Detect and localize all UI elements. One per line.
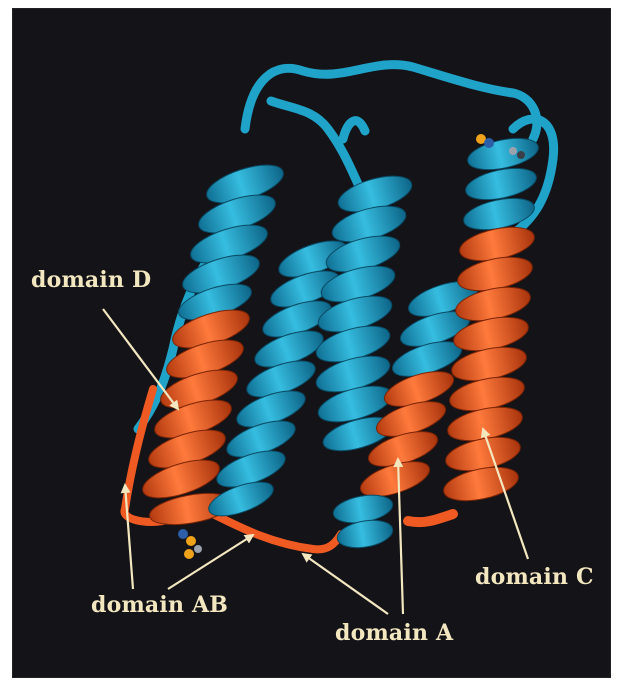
helix-d-blue [175, 157, 288, 327]
label-domain-d: domain D [31, 267, 151, 293]
label-domain-c: domain C [475, 564, 594, 590]
arrow-domain-a-left [303, 554, 388, 614]
label-domain-a: domain A [335, 620, 453, 646]
arrow-domain-ab-right [168, 535, 253, 589]
label-domain-ab: domain AB [91, 592, 228, 618]
helix-c-orange [441, 221, 538, 506]
helix-a-end [331, 491, 395, 552]
protein-ribbon-figure: domain D domain AB domain A domain C [12, 8, 611, 678]
